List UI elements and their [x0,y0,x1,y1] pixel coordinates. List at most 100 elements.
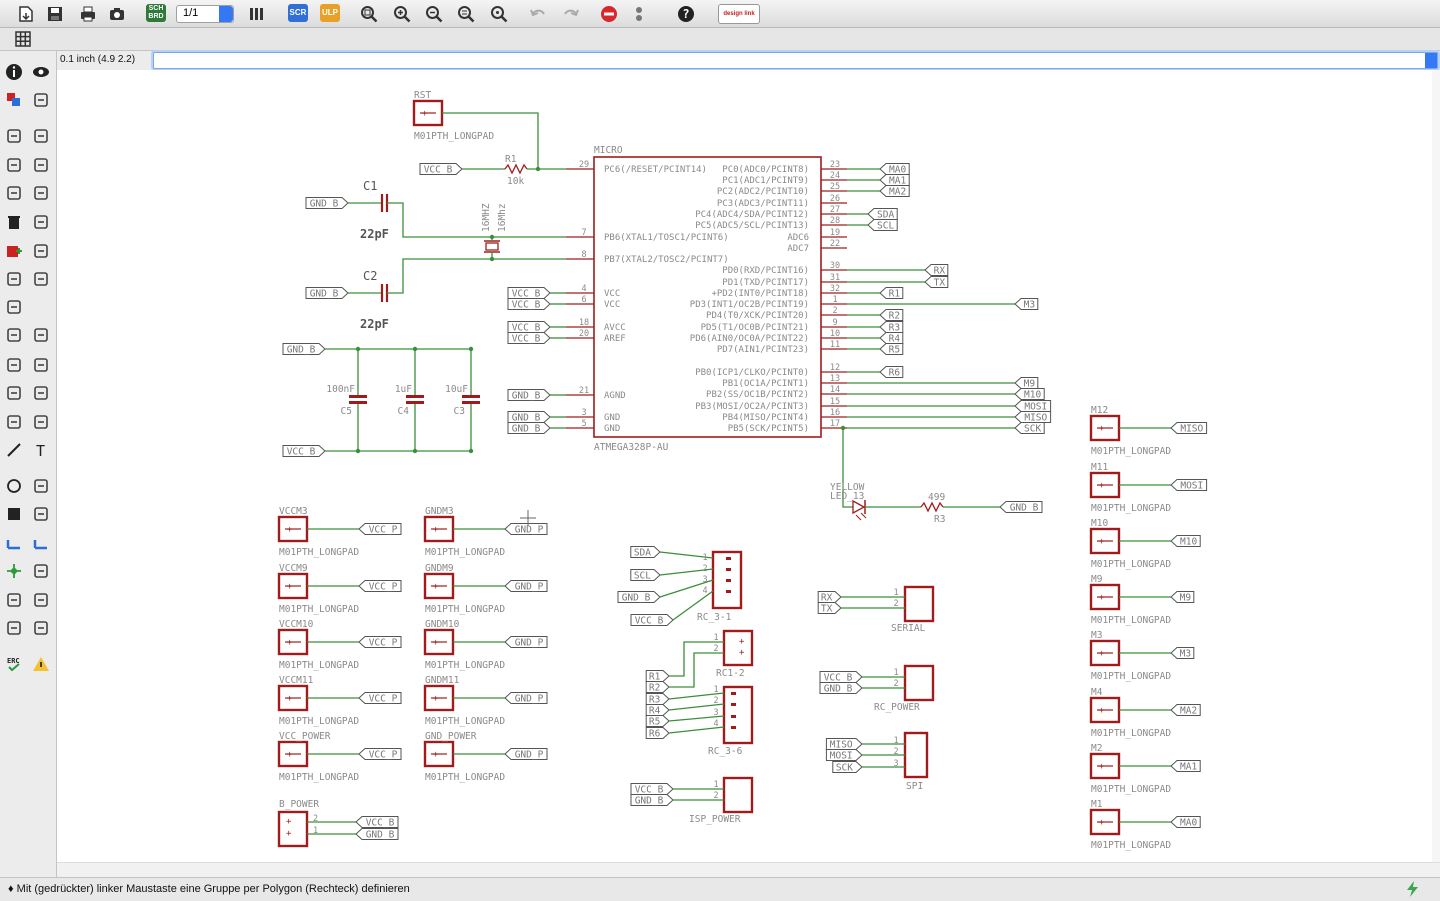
optimize-icon[interactable] [29,381,53,405]
bus-icon[interactable] [2,531,26,555]
pin-number: 2 [832,306,837,316]
ulp-button[interactable]: ULP [320,4,340,22]
zoom-redraw-icon[interactable] [455,3,477,25]
pin-swap-icon[interactable] [2,267,26,291]
script-button[interactable]: SCR [288,4,308,22]
print-icon[interactable] [77,3,99,25]
net-junction [355,346,361,352]
library-icon[interactable] [246,3,268,25]
frame-icon[interactable] [2,616,26,640]
chevron-down-icon[interactable] [1425,53,1437,68]
miter-icon[interactable] [29,353,53,377]
net-label [358,692,402,704]
redo-icon[interactable] [560,3,582,25]
grid-icon[interactable] [12,28,34,50]
net-label-text: VCC_P [369,525,398,536]
net-label-text: M3 [1024,300,1035,311]
group-icon[interactable] [2,124,26,148]
gate-swap-icon[interactable] [29,267,53,291]
add-part-icon[interactable] [2,239,26,263]
polygon-icon[interactable] [29,502,53,526]
mirror-icon[interactable] [2,153,26,177]
net-label [645,681,670,693]
label-icon[interactable] [29,559,53,583]
status-bar: ♦ Mit (gedrückter) linker Maustaste eine… [0,877,1440,901]
attribute-tool-icon[interactable] [2,588,26,612]
erc-icon[interactable]: ERC [2,652,26,676]
zoom-select-icon[interactable] [488,3,510,25]
led-rays [855,512,867,521]
value-icon[interactable] [29,323,53,347]
module-icon[interactable] [29,616,53,640]
wrench-icon[interactable] [29,210,53,234]
schematic-text: 2 [893,599,898,609]
schematic-text: 1 [702,553,707,563]
net-label [1014,400,1052,412]
crystal-value: 16Mhz [497,203,508,232]
zoom-fit-icon[interactable] [358,3,380,25]
part-value: M01PTH_LONGPAD [279,716,359,727]
name-icon[interactable] [2,323,26,347]
paste-icon[interactable] [29,181,53,205]
pin-name: PD4(T0/XCK/PCINT20) [706,311,809,321]
route-icon[interactable] [2,410,26,434]
pin-number: 24 [830,171,840,181]
eye-icon[interactable] [29,60,53,84]
arc-icon[interactable] [29,474,53,498]
connector-pin [731,703,736,706]
layers-icon[interactable] [2,88,26,112]
warning-icon[interactable] [29,652,53,676]
b-power-connector [277,810,309,848]
net-label-text: MISO [1180,424,1203,435]
command-input[interactable] [153,52,1438,69]
net-label [630,614,674,626]
rotate-icon[interactable] [29,153,53,177]
invoke-icon[interactable] [2,295,26,319]
help-icon[interactable]: ? [675,3,697,25]
schematic-text: + [286,817,292,827]
stop-icon[interactable] [598,3,620,25]
part-name: SERIAL [891,623,926,634]
cam-processor-icon[interactable] [106,3,128,25]
go-icon[interactable] [628,3,650,25]
line-icon[interactable] [2,438,26,462]
dimension-icon[interactable] [29,588,53,612]
net-icon[interactable] [29,531,53,555]
split-icon[interactable] [2,381,26,405]
net-label [504,748,548,760]
horizontal-scrollbar[interactable] [57,862,1440,877]
net-label-text: R5 [889,345,900,356]
part-name: VCCM3 [279,506,308,517]
open-icon[interactable] [15,3,37,25]
net-label-text: GND_B [824,684,853,695]
save-icon[interactable] [44,3,66,25]
circle-icon[interactable] [2,474,26,498]
zoom-in-icon[interactable] [391,3,413,25]
mark-icon[interactable] [29,88,53,112]
rectangle-icon[interactable] [2,502,26,526]
pin-number: 23 [830,160,840,170]
move-icon[interactable] [29,124,53,148]
net-label-text: GND_B [512,424,541,435]
part-value: M01PTH_LONGPAD [279,660,359,671]
connector-pin [731,715,736,718]
net-label-text: MOSI [1024,402,1047,413]
text-icon[interactable]: T [29,438,53,462]
smash-icon[interactable] [2,353,26,377]
info-icon[interactable] [2,60,26,84]
junction-icon[interactable] [2,559,26,583]
replace-icon[interactable] [29,239,53,263]
design-link-button[interactable]: design link [718,4,760,24]
undo-icon[interactable] [527,3,549,25]
delete-icon[interactable] [2,210,26,234]
connector-pin [726,579,731,582]
attribute-icon[interactable] [29,410,53,434]
page-select[interactable]: 1/1 [176,5,234,23]
copy-icon[interactable] [2,181,26,205]
net-label-text: TX [821,604,833,615]
zoom-out-icon[interactable] [423,3,445,25]
vertical-scrollbar[interactable] [1432,70,1440,862]
